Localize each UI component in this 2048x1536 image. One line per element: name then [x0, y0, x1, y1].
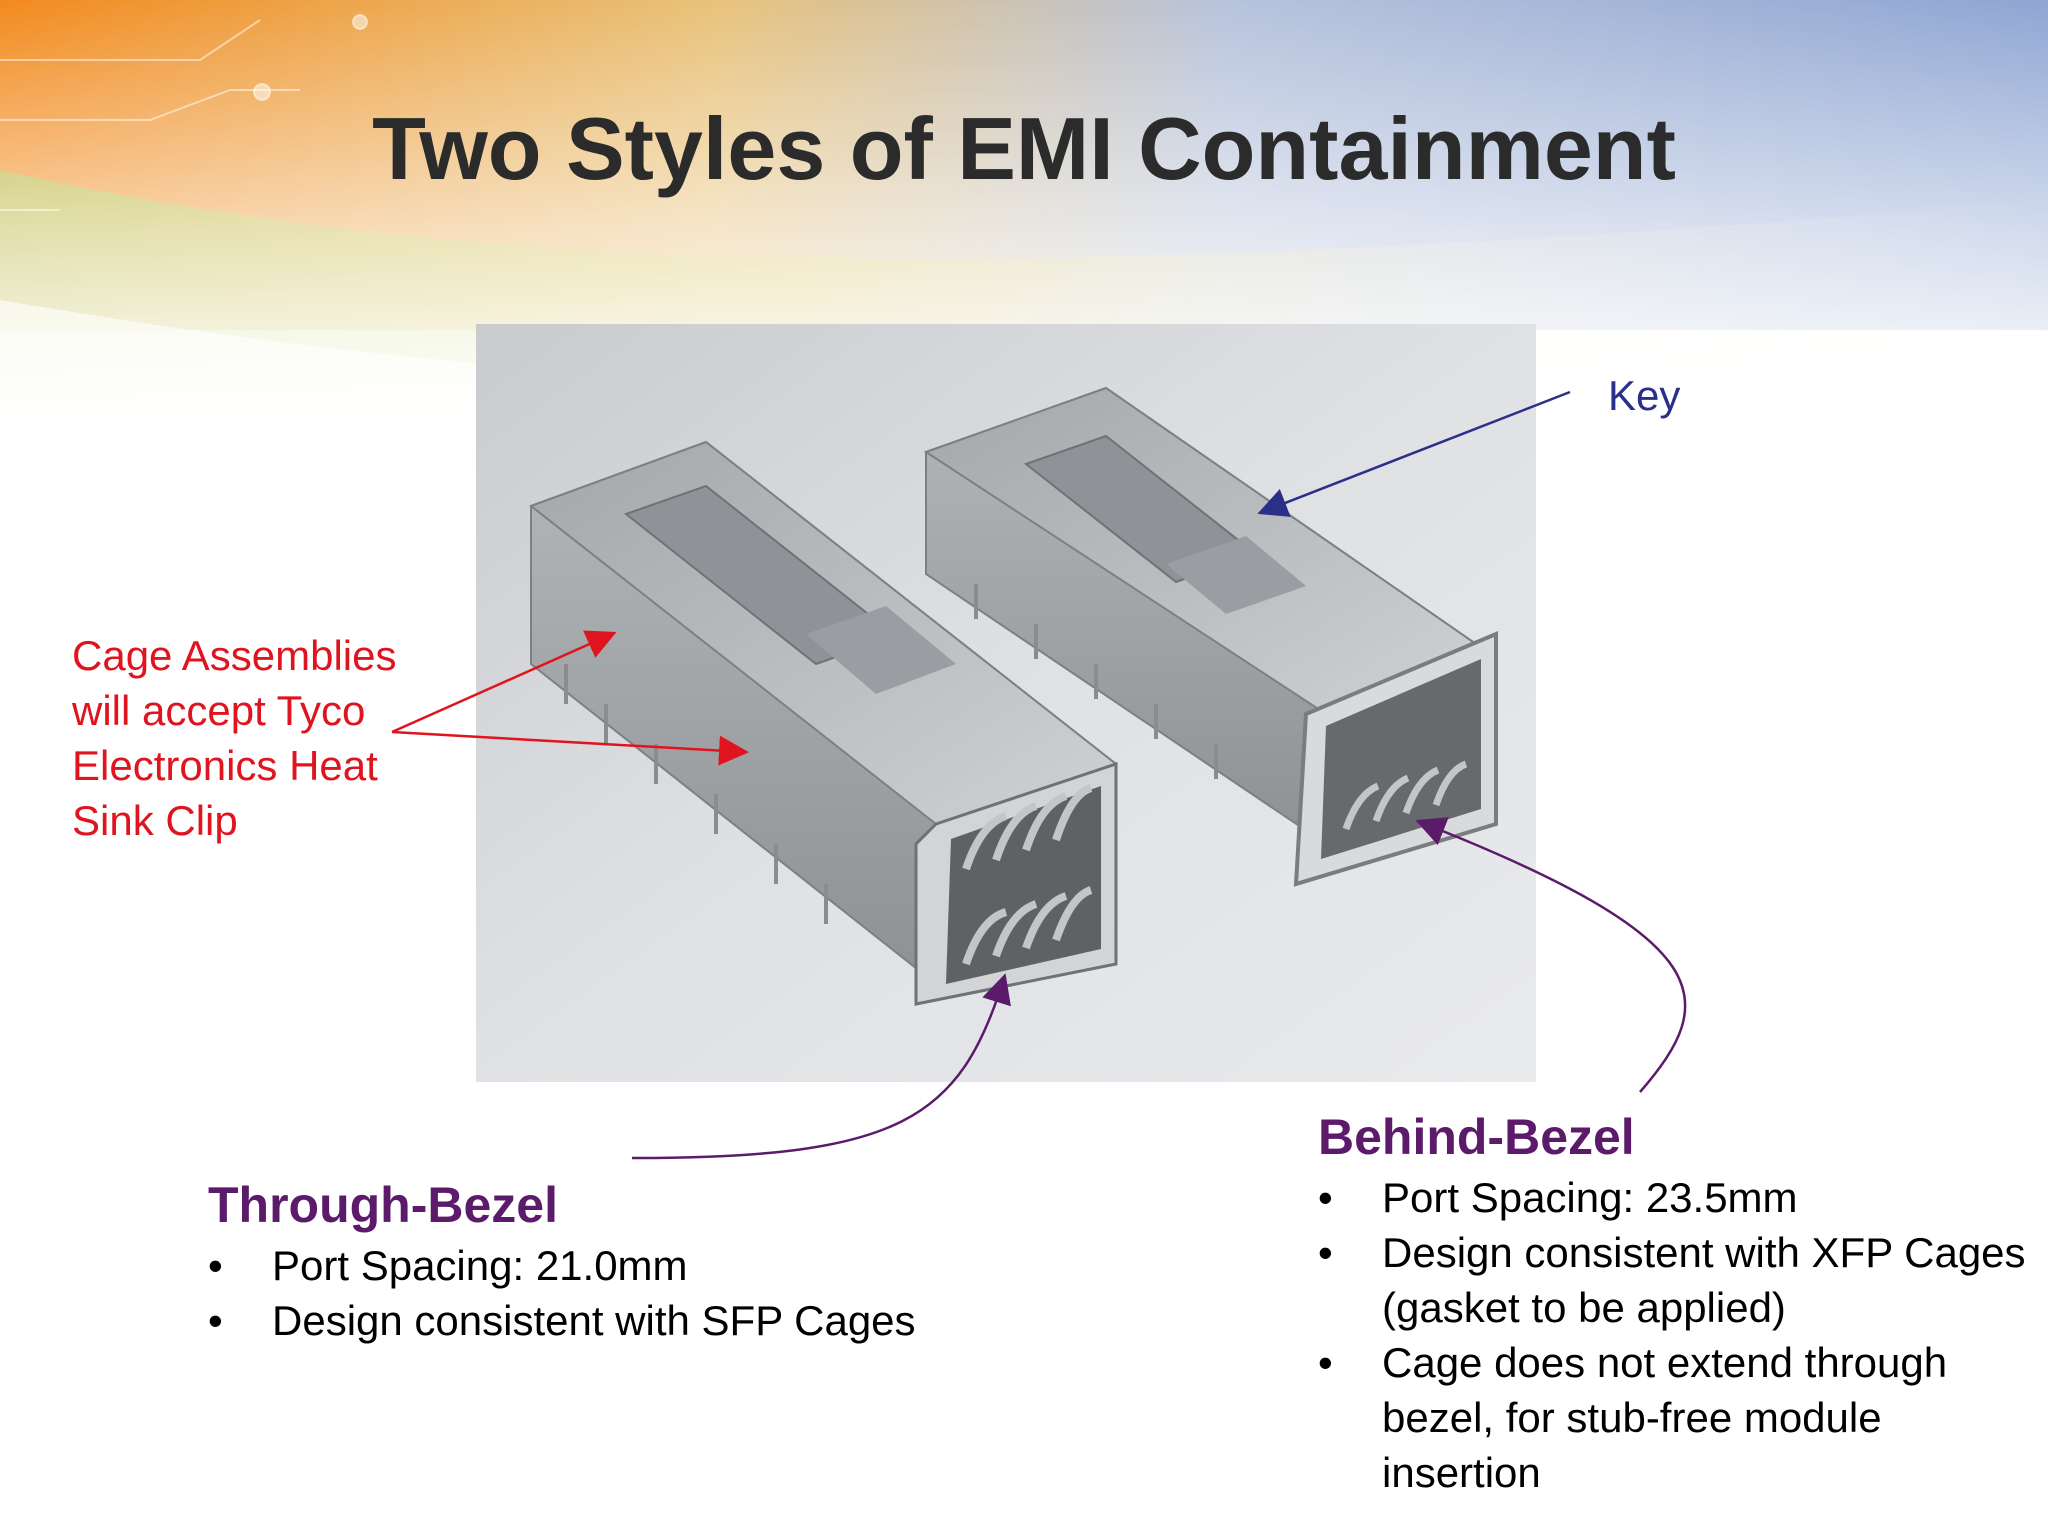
behind-bezel-cage: [923, 386, 1498, 887]
list-item: • Port Spacing: 23.5mm: [1318, 1170, 2038, 1225]
list-item: • Design consistent with XFP Cages (gask…: [1318, 1225, 2038, 1335]
through-bezel-heading: Through-Bezel: [208, 1177, 558, 1233]
callout-line: Electronics Heat: [72, 742, 378, 789]
bullet-text: Design consistent with XFP Cages (gasket…: [1382, 1229, 2026, 1331]
callout-line: Cage Assemblies: [72, 632, 397, 679]
callout-line: Sink Clip: [72, 797, 238, 844]
bullet-text: Design consistent with SFP Cages: [272, 1297, 916, 1344]
through-bezel-list: • Port Spacing: 21.0mm • Design consiste…: [208, 1238, 1028, 1348]
callout-line: will accept Tyco: [72, 687, 366, 734]
behind-bezel-heading: Behind-Bezel: [1318, 1109, 1635, 1165]
behind-bezel-section: Behind-Bezel • Port Spacing: 23.5mm • De…: [1318, 1108, 2038, 1500]
list-item: • Cage does not extend through bezel, fo…: [1318, 1335, 2038, 1500]
bullet-glyph: •: [208, 1242, 223, 1289]
heat-sink-clip-callout: Cage Assemblies will accept Tyco Electro…: [72, 628, 432, 848]
through-bezel-cage: [528, 440, 1119, 1006]
slide-title: Two Styles of EMI Containment: [372, 99, 1676, 198]
through-bezel-section: Through-Bezel • Port Spacing: 21.0mm • D…: [208, 1176, 1028, 1348]
behind-bezel-list: • Port Spacing: 23.5mm • Design consiste…: [1318, 1170, 2038, 1500]
bullet-text: Cage does not extend through bezel, for …: [1382, 1339, 1948, 1496]
bullet-text: Port Spacing: 23.5mm: [1382, 1174, 1798, 1221]
bullet-glyph: •: [1318, 1174, 1333, 1221]
bullet-glyph: •: [1318, 1229, 1333, 1276]
bullet-text: Port Spacing: 21.0mm: [272, 1242, 688, 1289]
bullet-glyph: •: [1318, 1339, 1333, 1386]
bullet-glyph: •: [208, 1297, 223, 1344]
list-item: • Design consistent with SFP Cages: [208, 1293, 1028, 1348]
cage-assemblies-photo: [476, 324, 1536, 1082]
key-callout: Key: [1608, 372, 1681, 419]
list-item: • Port Spacing: 21.0mm: [208, 1238, 1028, 1293]
